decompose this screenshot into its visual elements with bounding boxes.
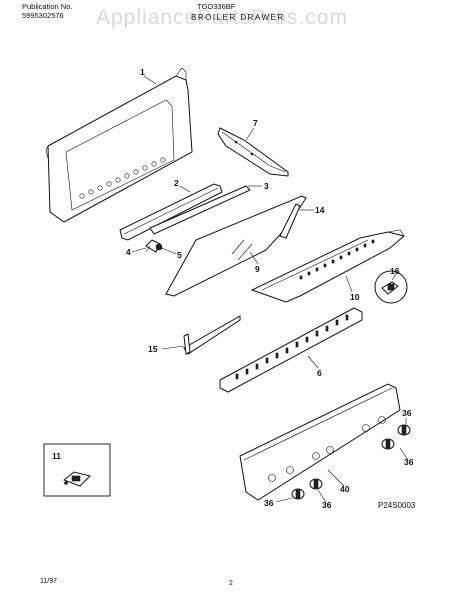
part-broiler-pan (250, 229, 406, 303)
callout-15: 15 (148, 344, 158, 354)
callout-16: 16 (390, 266, 400, 276)
part-side-rail (183, 315, 241, 355)
watermark: AppliancePartsPros.com (96, 6, 348, 29)
footer-page: 2 (229, 580, 233, 587)
diagram-code: P24S0003 (378, 501, 416, 510)
publication-number: 5995302576 (22, 11, 64, 20)
callout-40: 40 (340, 484, 350, 494)
callout-36-left: 36 (264, 498, 274, 508)
callout-6: 6 (317, 368, 322, 378)
callout-2: 2 (174, 178, 179, 188)
model-number: TGO336BF (197, 2, 236, 11)
callout-36-upper: 36 (402, 408, 412, 418)
leader-lines (131, 75, 409, 503)
callout-4: 4 (126, 247, 131, 257)
callout-3: 3 (264, 181, 269, 191)
callout-5: 5 (177, 250, 182, 260)
callout-9: 9 (255, 264, 260, 274)
part-control-panel (239, 383, 401, 501)
part-side-trim (279, 203, 301, 239)
callout-7: 7 (253, 118, 258, 128)
callout-36-right: 36 (404, 457, 414, 467)
part-slotted-rail (219, 307, 363, 393)
publication-label: Publication No. (22, 2, 73, 11)
part-knobs (291, 424, 411, 500)
callout-14: 14 (315, 205, 325, 215)
part-rod (149, 185, 251, 235)
part-bracket (217, 127, 289, 177)
footer-date: 11/97 (40, 578, 57, 585)
part-oven-front-frame (45, 67, 193, 223)
callout-10: 10 (350, 292, 360, 302)
part-detail-circle (374, 270, 408, 304)
callout-1: 1 (140, 67, 145, 77)
section-title: BROILER DRAWER (191, 13, 285, 22)
callout-11: 11 (52, 451, 61, 461)
part-screw-and-clip (145, 239, 163, 253)
part-rail (119, 183, 223, 241)
callout-36-center: 36 (322, 500, 332, 510)
part-inset-box (43, 443, 111, 497)
